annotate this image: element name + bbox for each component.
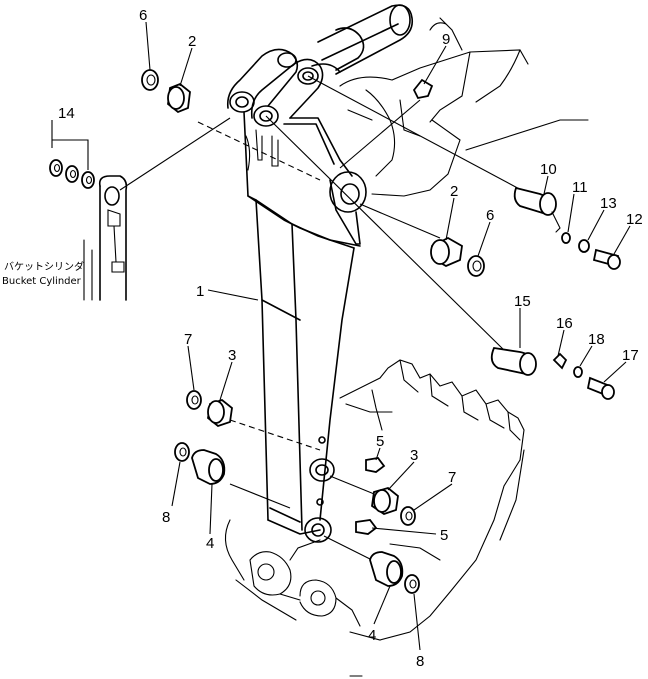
callout-5-lower: 5: [440, 527, 448, 544]
boom-cylinder-drawing: [311, 4, 414, 75]
part-grease-fitting-5-lower: [355, 519, 378, 535]
callout-8-lower: 8: [416, 653, 424, 670]
part-bushing-4-left: [191, 449, 226, 485]
part-pin-15: [490, 347, 537, 376]
callout-10: 10: [540, 161, 557, 178]
callout-6-lower: 6: [486, 207, 494, 224]
callout-7: 7: [184, 331, 192, 348]
callout-11: 11: [572, 179, 588, 196]
part-seal-7-upper: [186, 390, 202, 410]
callout-9: 9: [442, 31, 450, 48]
callout-4-lower: 4: [368, 627, 376, 644]
part-seal-6-upper: [141, 69, 159, 91]
callout-5: 5: [376, 433, 384, 450]
part-bolt-17: [586, 376, 615, 400]
part-grease-fitting-9: [412, 78, 434, 100]
part-bushing-2-upper: [167, 82, 191, 114]
caption-english: Bucket Cylinder: [2, 276, 82, 287]
caption-japanese: バケットシリンダ: [4, 260, 84, 273]
part-grease-fitting-5-upper: [365, 457, 386, 473]
callout-1: 1: [196, 283, 204, 300]
part-seal-7-lower: [400, 506, 416, 526]
part-bushing-4-right: [369, 551, 404, 587]
callout-8: 8: [162, 509, 170, 526]
part-seal-8-left: [174, 442, 190, 462]
callout-4: 4: [206, 535, 214, 552]
part-bushing-2-lower: [430, 236, 463, 268]
part-washer-11: [561, 232, 571, 244]
bucket-drawing: [224, 359, 525, 677]
part-seal-6-lower: [467, 255, 485, 277]
part-washer-13: [578, 239, 590, 253]
part-washer-18: [573, 366, 583, 378]
callout-3: 3: [228, 347, 236, 364]
part-bolt-12: [592, 248, 621, 270]
callout-6: 6: [139, 7, 147, 24]
callout-14: 14: [58, 105, 75, 122]
arm-drawing: [226, 48, 367, 543]
callout-3-lower: 3: [410, 447, 418, 464]
callout-7-lower: 7: [448, 469, 456, 486]
callout-2: 2: [188, 33, 196, 50]
part-pin-10: [513, 186, 561, 233]
callout-16: 16: [556, 315, 573, 332]
bucket-cylinder-drawing: [83, 175, 128, 301]
part-plate-16: [552, 352, 568, 370]
center-lines: [119, 75, 541, 565]
callout-15: 15: [514, 293, 531, 310]
leader-lines: [51, 21, 631, 651]
callout-17: 17: [622, 347, 639, 364]
part-shims-14: [49, 159, 95, 189]
bucket-cylinder-caption: バケットシリンダ Bucket Cylinder: [2, 260, 84, 287]
callout-12: 12: [626, 211, 643, 228]
part-bushing-3-upper: [207, 398, 233, 428]
part-seal-8-right: [404, 574, 420, 594]
part-bushing-3-lower: [371, 487, 399, 515]
callout-numbers: 6 2 9 14 10 11 13 12 2 6 1 15 16 18 17 7…: [58, 7, 643, 670]
callout-2-lower: 2: [450, 183, 458, 200]
callout-18: 18: [588, 331, 605, 348]
callout-13: 13: [600, 195, 617, 212]
